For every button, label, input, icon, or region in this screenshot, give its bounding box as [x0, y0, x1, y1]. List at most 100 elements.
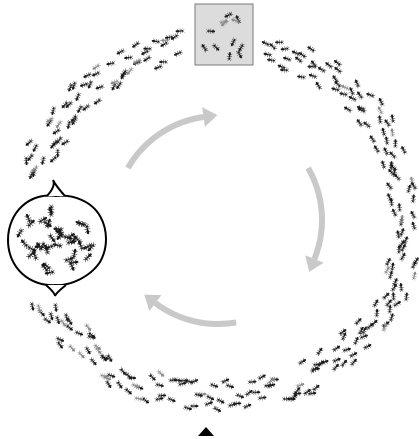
- ant-icon: [349, 357, 359, 367]
- ant-icon: [387, 305, 393, 314]
- ant-icon: [51, 127, 61, 136]
- ant-icon: [267, 57, 277, 64]
- ant-icon: [83, 322, 92, 332]
- ant-icon: [48, 311, 55, 321]
- ant-icon: [410, 260, 419, 270]
- ant-icon: [410, 194, 416, 203]
- ant-icon: [235, 392, 245, 400]
- ant-icon: [410, 221, 418, 231]
- ant-icon: [384, 298, 394, 308]
- ant-icon: [390, 208, 398, 218]
- ant-icon: [397, 203, 403, 212]
- ant-icon: [134, 395, 144, 402]
- ant-icon: [79, 81, 89, 89]
- ant-icon: [263, 51, 273, 58]
- ant-icon: [353, 79, 361, 89]
- nest: [8, 180, 106, 296]
- ant-icon: [115, 380, 124, 390]
- ant-icon: [116, 48, 126, 57]
- ant-icon: [381, 291, 391, 301]
- flow-arrows: [128, 107, 324, 324]
- ant-icon: [362, 342, 372, 351]
- ant-icon: [93, 97, 103, 106]
- ant-icon: [215, 397, 225, 406]
- ant-icon: [92, 342, 102, 351]
- ant-icon: [388, 150, 398, 160]
- ant-icon: [308, 72, 318, 80]
- ant-icon: [380, 160, 388, 170]
- ant-icon: [332, 356, 342, 364]
- ant-icon: [383, 118, 392, 128]
- ant-icon: [389, 114, 396, 124]
- ant-icon: [399, 215, 405, 224]
- nest-top-entrance: [47, 180, 65, 196]
- ant-icon: [159, 59, 168, 64]
- ant-icon: [166, 396, 176, 404]
- ant-icon: [340, 83, 350, 91]
- ant-icon: [24, 138, 34, 148]
- ant-icon: [365, 91, 375, 99]
- ant-icon: [83, 345, 92, 355]
- up-triangle-icon[interactable]: [198, 427, 214, 436]
- ant-icon: [91, 70, 101, 79]
- ant-icon: [331, 344, 341, 353]
- ant-icon: [389, 128, 395, 137]
- ant-icon: [339, 358, 349, 368]
- ant-icon: [383, 136, 390, 146]
- ant-icon: [156, 369, 166, 379]
- ant-icon: [309, 59, 318, 69]
- ant-icon: [53, 303, 59, 312]
- ant-icon: [131, 40, 141, 49]
- ant-icon: [385, 181, 395, 191]
- ant-icon: [251, 390, 260, 396]
- ant-icon: [317, 65, 327, 74]
- ant-icon: [247, 379, 256, 385]
- ant-icon: [387, 270, 394, 280]
- ant-icon: [175, 28, 184, 34]
- ant-icon: [31, 143, 40, 153]
- ant-icon: [244, 388, 254, 397]
- ant-icon: [190, 403, 199, 408]
- ant-icon: [343, 105, 353, 114]
- flow-arrow-top-left: [128, 107, 217, 168]
- ant-icon: [385, 192, 393, 202]
- ant-icon: [155, 382, 165, 389]
- food-square: [195, 4, 253, 65]
- ant-icon: [409, 210, 418, 220]
- ant-icon: [242, 402, 252, 410]
- ant-icon: [124, 55, 133, 61]
- ant-icon: [81, 103, 91, 113]
- ant-icon: [29, 301, 36, 311]
- ant-icon: [204, 400, 214, 408]
- ant-icon: [333, 65, 343, 75]
- ant-icon: [37, 308, 47, 318]
- ant-icon: [282, 396, 291, 402]
- ant-icon: [374, 309, 380, 318]
- flow-arrow-right: [305, 168, 324, 272]
- ant-icon: [348, 350, 358, 359]
- ant-icon: [140, 396, 150, 406]
- ant-icon: [40, 156, 47, 166]
- ant-icon: [275, 40, 284, 45]
- ant-icon: [403, 292, 409, 301]
- ant-icon: [54, 315, 62, 325]
- ant-icon: [151, 38, 160, 44]
- ant-icon: [130, 381, 140, 390]
- ant-icon: [362, 120, 372, 130]
- ant-icon: [348, 94, 358, 102]
- ant-icon: [142, 54, 152, 63]
- food-source: [195, 4, 253, 65]
- flow-arrow-bottom: [144, 295, 236, 324]
- ant-icon: [398, 283, 404, 292]
- ant-icon: [302, 387, 312, 396]
- ant-icon: [294, 55, 304, 64]
- ant-icon: [282, 55, 292, 63]
- ant-icon: [154, 395, 164, 402]
- ant-icon: [54, 119, 63, 129]
- ant-icon: [257, 373, 267, 382]
- ant-icon: [147, 372, 157, 382]
- ant-icon: [311, 383, 321, 393]
- ant-icon: [331, 86, 341, 93]
- ant-icon: [220, 377, 230, 386]
- ant-icon: [314, 81, 323, 91]
